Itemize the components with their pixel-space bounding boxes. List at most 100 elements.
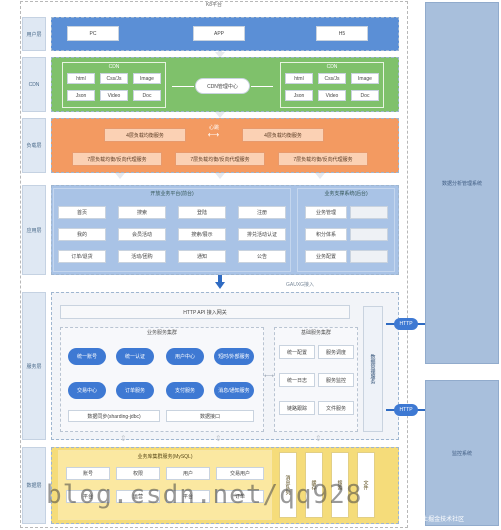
frontend-module: 我的 xyxy=(58,228,106,241)
frontend-panel xyxy=(53,188,291,272)
search-engine: 搜索 xyxy=(331,452,349,518)
gateway-access-label: GAUXG接入 xyxy=(286,282,315,288)
layer-label-cdn: CDN xyxy=(22,57,46,112)
base-service: 统一配置 xyxy=(279,345,315,359)
cdn-item: Css/Js xyxy=(318,73,346,84)
data-analysis-system-label: 数据分析管理系统 xyxy=(441,180,482,187)
cdn-item: Image xyxy=(133,73,161,84)
cdn-item: html xyxy=(67,73,95,84)
backend-module: 业务配置 xyxy=(305,250,347,263)
service-order: 订单服务 xyxy=(116,382,154,399)
backend-module-blank xyxy=(350,228,388,241)
backend-panel xyxy=(297,188,395,272)
gateway-stem xyxy=(218,275,222,282)
base-service: 服务监控 xyxy=(318,373,354,387)
backend-module: 业务管理 xyxy=(305,206,347,219)
frontend-modules-grid: 首页搜索登陆注册我的会员活动搜索/展示排兑活动认证订单/退货活动/团购通知公告 xyxy=(58,206,286,266)
db-shard: 运营 xyxy=(116,490,160,503)
layer-label-data: 数据层 xyxy=(22,447,46,524)
service-payment: 支付服务 xyxy=(166,382,204,399)
cache: 缓存 xyxy=(305,452,323,518)
cdn-item: Json xyxy=(285,90,313,101)
l7-lb-proxy: 7层负载均衡/反向代理服务 xyxy=(72,152,162,166)
base-service: 链路跟踪 xyxy=(279,401,315,415)
service-unified-account: 统一账号 xyxy=(68,348,106,365)
frontend-module: 公告 xyxy=(238,250,286,263)
cdn-group-left-title: CDN xyxy=(108,64,120,70)
cdn-item: Doc xyxy=(351,90,379,101)
l7-lb-proxy: 7层负载均衡/反向代理服务 xyxy=(175,152,265,166)
cdn-group-left xyxy=(62,62,166,108)
cdn-item: Video xyxy=(318,90,346,101)
service-user-center: 用户中心 xyxy=(166,348,204,365)
cdn-group-right-title: CDN xyxy=(326,64,338,70)
db-shard: 交易用户 xyxy=(216,467,264,480)
service-short-msg: 短时/外部服务 xyxy=(214,348,254,365)
double-arrow-icon: ⇕ xyxy=(315,434,322,443)
http-api-gateway: HTTP API 接入网关 xyxy=(60,305,350,319)
mysql-cluster xyxy=(58,450,272,520)
flow-arrow xyxy=(115,173,125,179)
backend-module-blank xyxy=(350,250,388,263)
flow-arrow xyxy=(315,173,325,179)
data-sync-sharding: 数据同步(sharding-jdbc) xyxy=(68,410,160,422)
page-title: K8平台 xyxy=(205,2,223,8)
http-link-top: HTTP xyxy=(386,318,426,330)
cdn-item: html xyxy=(285,73,313,84)
http-badge: HTTP xyxy=(394,404,418,416)
cdn-link-right xyxy=(251,86,273,87)
backend-module: 积分体系 xyxy=(305,228,347,241)
data-analysis-system: 数据分析管理系统 xyxy=(425,2,499,364)
db-shard: 账号 xyxy=(66,467,110,480)
cdn-group-right xyxy=(280,62,384,108)
l4-lb-service-right: 4层负载均衡服务 xyxy=(242,128,324,142)
layer-label-lb: 负载层 xyxy=(22,118,46,173)
frontend-module: 登陆 xyxy=(178,206,226,219)
frontend-module: 会员活动 xyxy=(118,228,166,241)
frontend-panel-title: 开放业务平台(前台) xyxy=(150,191,194,197)
base-service: 服务调度 xyxy=(318,345,354,359)
client-pc: PC xyxy=(67,26,119,41)
backend-module-blank xyxy=(350,206,388,219)
cdn-item: Doc xyxy=(133,90,161,101)
service-unified-auth: 统一认证 xyxy=(116,348,154,365)
data-management-service: 数据管理服务 xyxy=(363,306,383,432)
client-h5: H5 xyxy=(316,26,368,41)
frontend-module: 首页 xyxy=(58,206,106,219)
service-message: 消息/通知服务 xyxy=(214,382,254,399)
heartbeat-link: ⟷ xyxy=(191,130,236,139)
monitoring-system: 监控系统 xyxy=(425,380,499,526)
layer-label-service: 服务层 xyxy=(22,292,46,440)
service-trade-center: 交易中心 xyxy=(68,382,106,399)
double-arrow-icon: ⟷ xyxy=(207,130,220,139)
http-link-bottom: HTTP xyxy=(386,404,426,416)
frontend-module: 通知 xyxy=(178,250,226,263)
layer-label-user: 用户层 xyxy=(22,17,46,51)
cdn-item: Css/Js xyxy=(100,73,128,84)
double-arrow-icon: ⟷ xyxy=(264,373,275,380)
base-service: 文件服务 xyxy=(318,401,354,415)
backend-panel-title: 业务支撑系统(后台) xyxy=(324,191,368,197)
db-shard: 平台 xyxy=(166,490,210,503)
double-arrow-icon: ⇕ xyxy=(215,434,222,443)
message-queue: 消息队列 xyxy=(279,452,297,518)
client-app: APP xyxy=(193,26,245,41)
db-shard: 用户 xyxy=(166,467,210,480)
flow-arrow xyxy=(215,173,225,179)
db-shard: 权限 xyxy=(116,467,160,480)
layer-label-app: 应用层 xyxy=(22,185,46,275)
cdn-management-center: CDN管理中心 xyxy=(195,78,250,94)
cdn-link-left xyxy=(172,86,194,87)
http-badge: HTTP xyxy=(394,318,418,330)
gateway-arrow xyxy=(215,282,225,289)
watermark-text: blog.csdn.net/qq928 xyxy=(46,480,363,510)
l7-lb-proxy: 7层负载均衡/反向代理服务 xyxy=(278,152,368,166)
frontend-module: 搜索/展示 xyxy=(178,228,226,241)
frontend-module: 注册 xyxy=(238,206,286,219)
data-interface: 数据接口 xyxy=(166,410,254,422)
core-service-cluster-title: 业务服务集群 xyxy=(146,330,177,336)
frontend-module: 排兑活动认证 xyxy=(238,228,286,241)
flow-arrow xyxy=(215,52,225,58)
cdn-item: Image xyxy=(351,73,379,84)
source-tag: @稀土掘金技术社区 xyxy=(410,517,465,523)
